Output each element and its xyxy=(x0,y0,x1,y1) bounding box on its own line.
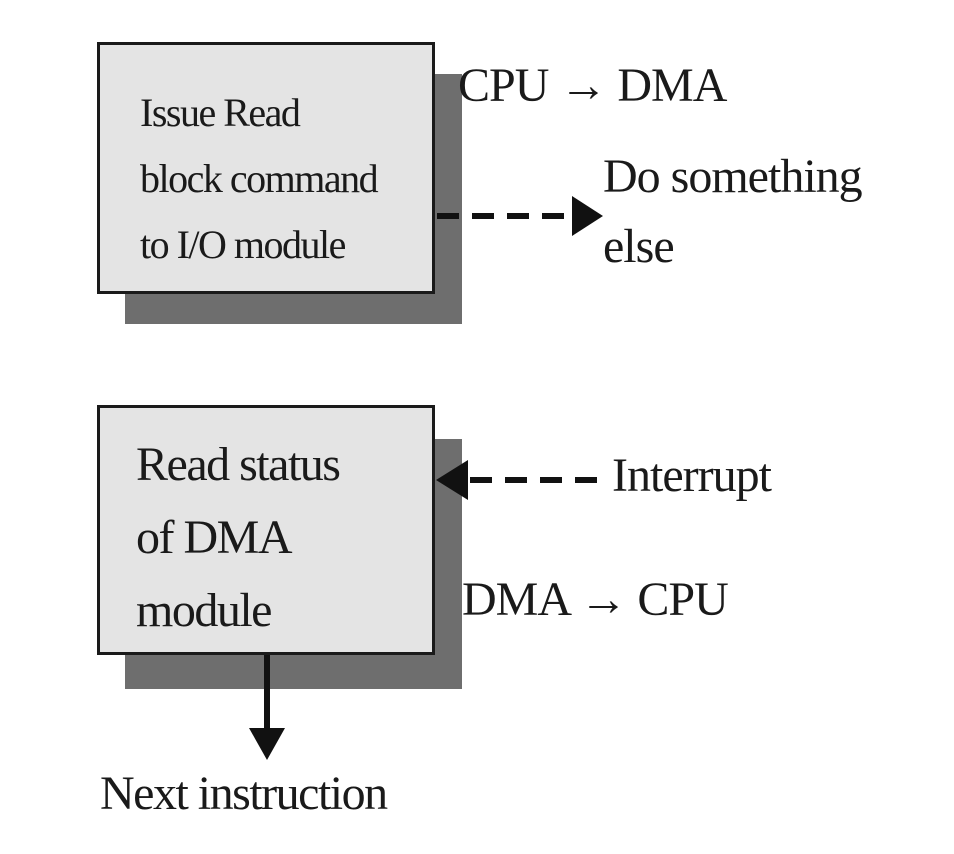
issue-read-block xyxy=(97,42,435,294)
interrupt-dashed-arrow xyxy=(436,460,597,500)
read-status-block-text: Read status of DMA module xyxy=(136,438,341,637)
cpu-to-dma-label: CPU → DMA xyxy=(458,59,727,112)
issue-read-block-text: Issue Read block command to I/O module xyxy=(140,90,379,267)
interrupt-label: Interrupt xyxy=(612,449,772,502)
do-something-else-label: Do something else xyxy=(603,150,863,273)
read-status-block xyxy=(97,405,435,655)
next-instruction-label: Next instruction xyxy=(100,767,388,820)
dashed-arrow-right xyxy=(437,196,603,236)
dma-to-cpu-label: DMA → CPU xyxy=(462,573,729,626)
next-instruction-arrow xyxy=(249,655,285,760)
